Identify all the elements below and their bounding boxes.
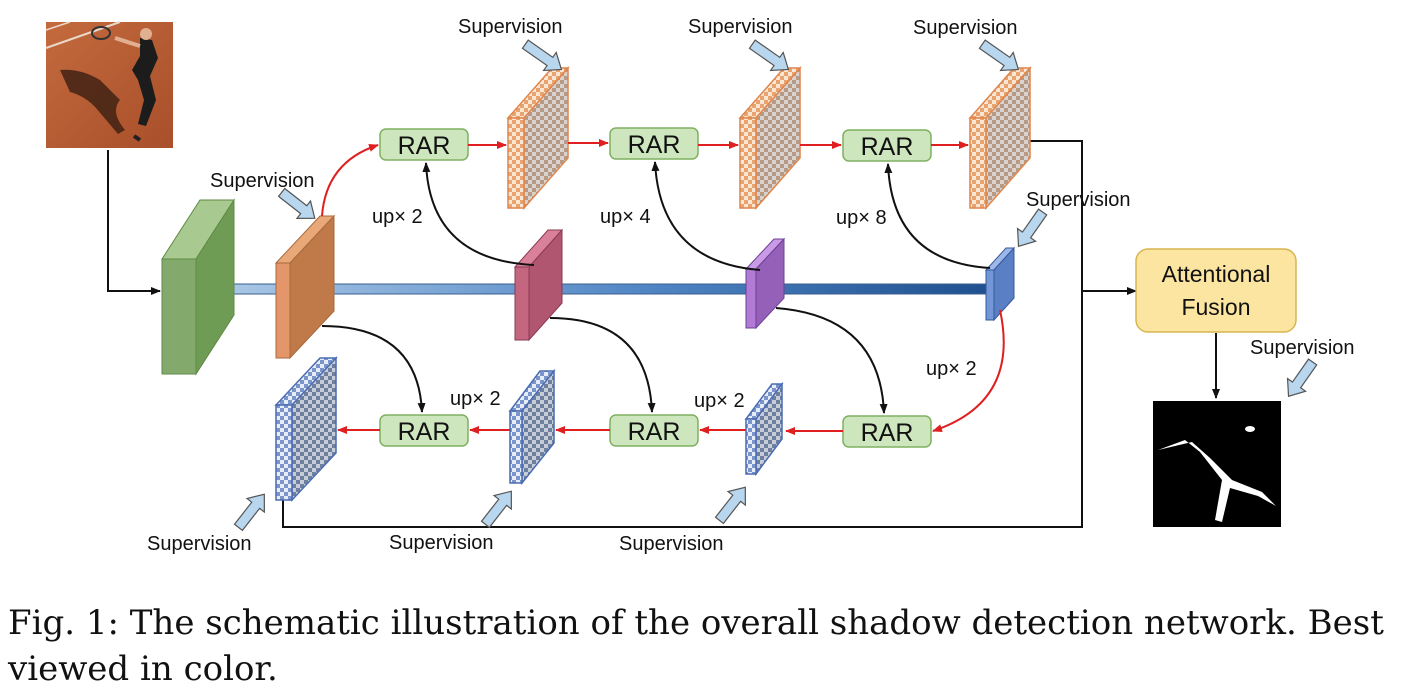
bottom-map-2 [508,368,556,486]
up-label-bottom-x2-b: up× 2 [694,390,745,412]
figure-caption: Fig. 1: The schematic illustration of th… [8,603,1384,689]
supervision-label-bottom2: Supervision [389,532,494,554]
backbone-bar [231,283,995,295]
input-connector [107,150,161,295]
rar-top-2: RAR [609,127,699,160]
supervision-label-bottom1: Supervision [147,533,252,555]
bottom-map-3 [744,381,784,477]
supervision-label-blue: Supervision [1026,189,1131,211]
top-map-2 [738,66,802,210]
top-map-3 [968,66,1032,210]
curve-orange-to-rar-b1 [321,325,426,413]
rar-bottom-3-label: RAR [861,419,914,447]
rar-bottom-2: RAR [609,414,699,447]
supervision-arrow-orange [277,187,316,219]
curve-red-to-rar-b2 [549,317,656,413]
supervision-arrow-bottom1 [233,493,265,532]
rar-top-1: RAR [379,128,469,161]
input-image [45,21,173,148]
top-map-1 [506,66,570,210]
output-shadow-mask [1153,401,1281,527]
bottom-output-connector [282,291,1083,528]
rar-top-1-label: RAR [398,132,451,160]
rar-top-2-label: RAR [628,131,681,159]
supervision-arrow-blue [1016,208,1048,248]
rar-top-3-label: RAR [861,133,914,161]
red-arrow-blue-to-rar [932,309,1005,432]
bottom-map-1 [274,356,338,502]
up-label-bottom-x2-a: up× 2 [450,388,501,410]
network-diagram: RAR RAR RAR RAR RAR RAR Attentional Fusi… [45,16,1355,555]
supervision-label-mask: Supervision [1250,337,1355,359]
curve-purple-to-rar-b3 [775,307,888,414]
supervision-label-orange: Supervision [210,170,315,192]
curve-purple-to-rar-top2 [651,161,761,271]
backbone-block-purple [744,237,786,330]
supervision-arrow-bottom2 [480,490,512,529]
backbone-block-orange [274,214,336,360]
supervision-label-top3: Supervision [913,17,1018,39]
backbone-block-blue [984,246,1016,322]
curve-blue-to-rar-top3 [884,163,991,269]
supervision-arrow-mask [1286,358,1318,398]
backbone-block-red [513,228,564,342]
rar-bottom-2-label: RAR [628,418,681,446]
up-label-right-x2: up× 2 [926,358,977,380]
supervision-label-bottom3: Supervision [619,533,724,555]
rar-bottom-1: RAR [379,414,469,447]
fusion-label-line1: Attentional [1162,261,1271,287]
up-label-top-x8: up× 8 [836,207,887,229]
curve-red-to-rar-top1 [422,162,535,266]
supervision-label-top2: Supervision [688,16,793,38]
fusion-label-line2: Fusion [1181,294,1250,320]
supervision-arrow-top1 [521,39,563,72]
backbone-block-green [161,198,235,376]
rar-bottom-3: RAR [842,415,932,448]
rar-bottom-1-label: RAR [398,418,451,446]
attentional-fusion-box: Attentional Fusion [1135,248,1297,333]
red-arrow-orange-to-rar [321,143,379,217]
supervision-arrow-bottom3 [714,486,746,525]
up-label-top-x2: up× 2 [372,206,423,228]
top-output-connector [1030,140,1137,295]
supervision-arrow-top2 [748,39,790,72]
up-label-top-x4: up× 4 [600,206,651,228]
rar-top-3: RAR [842,129,932,162]
supervision-arrow-top3 [978,39,1020,72]
supervision-label-top1: Supervision [458,16,563,38]
